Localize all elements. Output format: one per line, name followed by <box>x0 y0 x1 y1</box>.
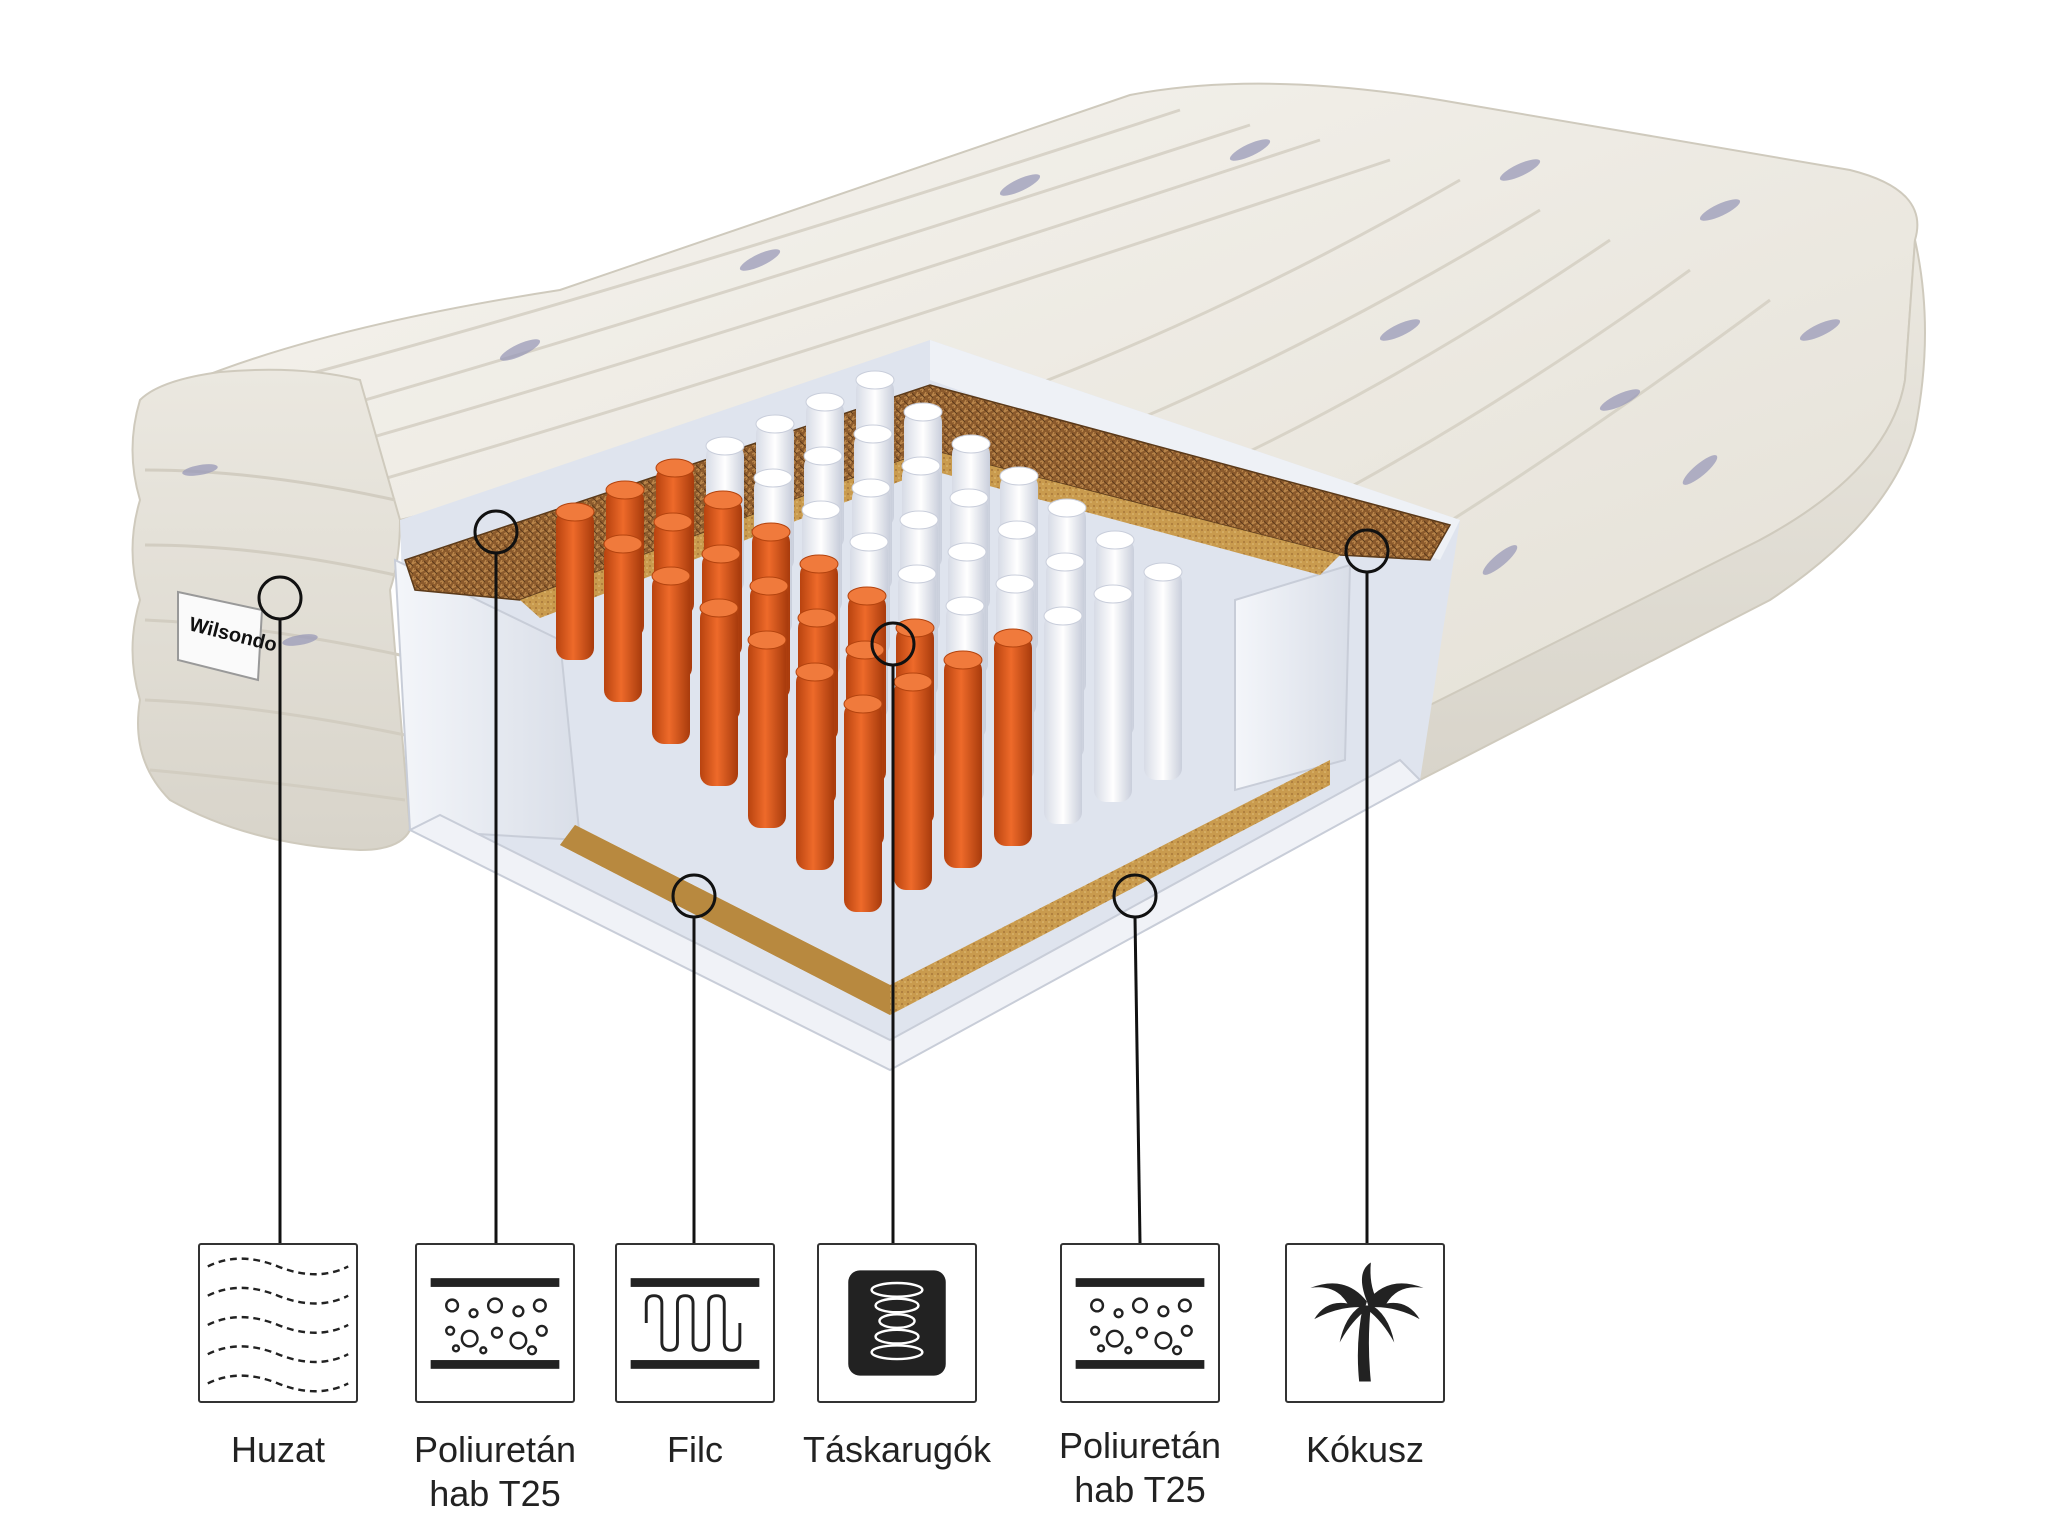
layer-label-text: Poliuretán hab T25 <box>1058 1425 1222 1510</box>
layer-label-filc: Filc <box>575 1428 815 1472</box>
callout-cover <box>257 575 303 1243</box>
pocket-spring-orange <box>893 672 933 890</box>
palm-tree-icon <box>1285 1243 1445 1403</box>
layer-label-poliuretan-top: Poliuretán hab T25 <box>375 1428 615 1516</box>
layer-label-text: Poliuretán hab T25 <box>413 1429 577 1514</box>
callout-coconut <box>1344 528 1390 1243</box>
pocket-spring-orange <box>843 694 883 912</box>
callout-felt <box>671 873 717 1243</box>
callout-foam-bottom <box>1112 873 1158 1244</box>
pocket-spring-white <box>1043 606 1083 824</box>
pocket-spring-orange <box>651 566 691 744</box>
layer-label-text: Huzat <box>230 1429 326 1470</box>
pocket-spring-orange <box>795 662 835 870</box>
callout-springs <box>870 621 916 1243</box>
pocket-spring-orange <box>943 650 983 868</box>
pocket-spring-orange <box>699 598 739 786</box>
layer-label-poliuretan-bottom: Poliuretán hab T25 <box>1020 1424 1260 1512</box>
layer-label-text: Filc <box>667 1429 723 1470</box>
pocket-spring-white <box>1143 562 1183 780</box>
pocket-spring-white <box>1093 584 1133 802</box>
pocket-spring-orange <box>603 534 643 702</box>
wavy-fabric-icon <box>198 1243 358 1403</box>
foam-bubbles-icon <box>1060 1243 1220 1403</box>
pocket-spring-orange <box>993 628 1033 846</box>
callout-lines <box>257 509 1390 1244</box>
pocket-spring-orange <box>747 630 787 828</box>
felt-wave-icon <box>615 1243 775 1403</box>
layer-label-huzat: Huzat <box>158 1428 398 1472</box>
layer-label-kokusz: Kókusz <box>1245 1428 1485 1472</box>
pocket-spring-orange <box>555 502 595 660</box>
layer-label-text: Kókusz <box>1305 1429 1425 1470</box>
layer-label-taskarugok: Táskarugók <box>777 1428 1017 1472</box>
foam-bubbles-icon <box>415 1243 575 1403</box>
layer-label-text: Táskarugók <box>802 1429 992 1470</box>
pocket-springs <box>555 370 1183 912</box>
callout-foam-top <box>473 509 519 1243</box>
pocket-spring-icon <box>817 1243 977 1403</box>
